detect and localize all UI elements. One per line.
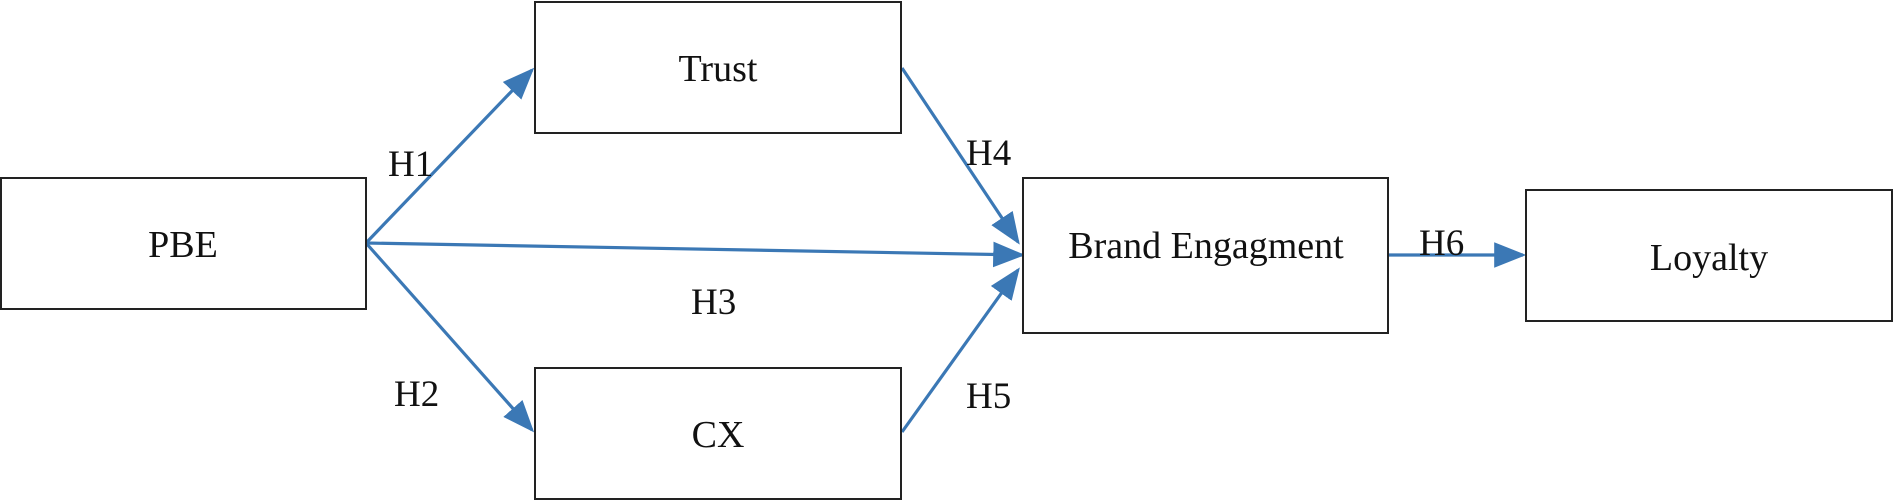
node-loyalty-box [1525,189,1893,322]
edge-h4 [900,67,1020,245]
node-pbe-box [0,177,367,310]
node-cx-box [534,367,902,500]
edge-label-h1: H1 [388,144,433,185]
node-trust: Trust [534,1,902,134]
edge-label-h6: H6 [1419,223,1464,264]
edge-label-h2: H2 [394,374,439,415]
node-brand-engagement-box [1022,177,1389,334]
node-pbe: PBE [0,177,367,310]
edge-labels: H1 H2 H3 H4 H5 H6 [388,133,1464,417]
edge-label-h3: H3 [691,282,736,323]
edge-h2 [364,241,535,433]
edge-label-h5: H5 [966,376,1011,417]
node-brand-engagement-label: Brand Engagment [1068,225,1344,267]
node-cx-label: CX [692,414,745,456]
edge-label-h4: H4 [966,133,1011,174]
node-loyalty-label: Loyalty [1650,237,1768,279]
node-loyalty: Loyalty [1525,189,1893,322]
edges [364,67,1527,433]
node-trust-box [534,1,902,134]
node-pbe-label: PBE [148,224,218,266]
node-trust-label: Trust [679,48,758,90]
node-cx: CX [534,367,902,500]
edge-h3 [365,241,1026,268]
node-brand-engagement: Brand Engagment [1022,177,1389,334]
edge-h5 [900,267,1020,433]
edge-h1 [364,67,535,245]
